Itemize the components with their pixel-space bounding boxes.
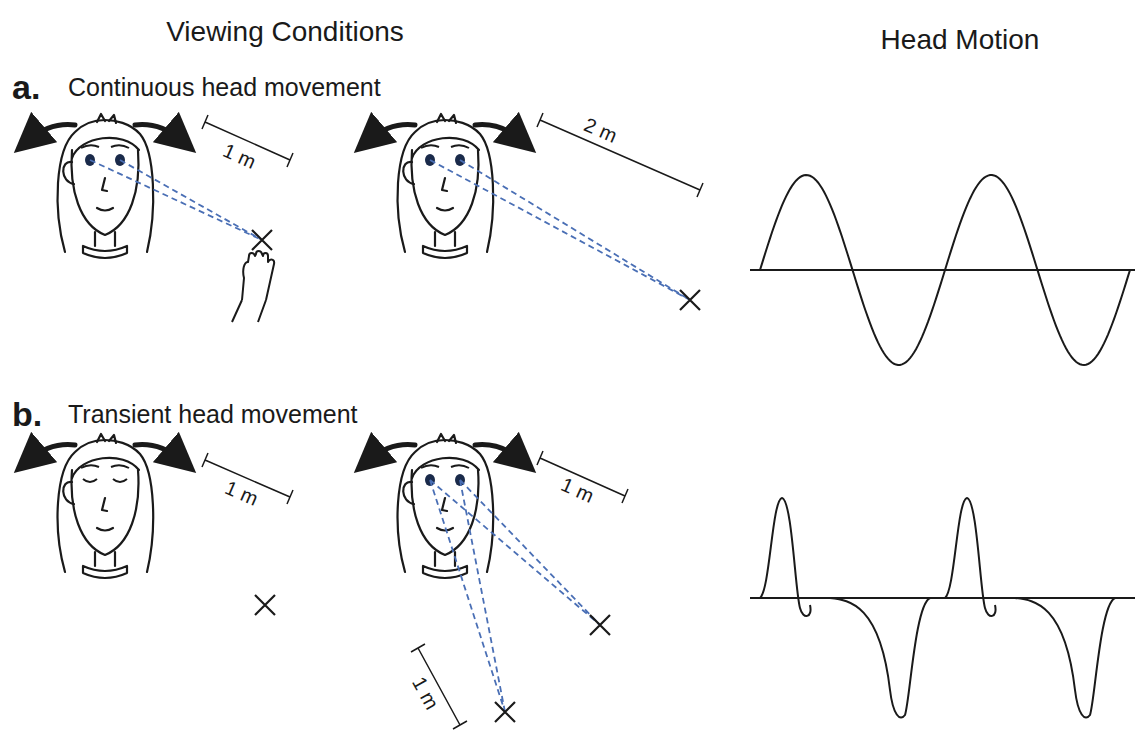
panel-letter: a. bbox=[12, 69, 40, 106]
panel-title: Continuous head movement bbox=[68, 74, 381, 102]
column-heading: Head Motion bbox=[881, 25, 1040, 56]
panel-letter: b. bbox=[12, 396, 42, 433]
column-heading: Viewing Conditions bbox=[166, 17, 404, 48]
panel-title: Transient head movement bbox=[68, 401, 358, 429]
dimension: 1 m bbox=[408, 673, 443, 713]
dimension: 2 m bbox=[581, 113, 620, 147]
dimension: 1 m bbox=[558, 473, 597, 507]
